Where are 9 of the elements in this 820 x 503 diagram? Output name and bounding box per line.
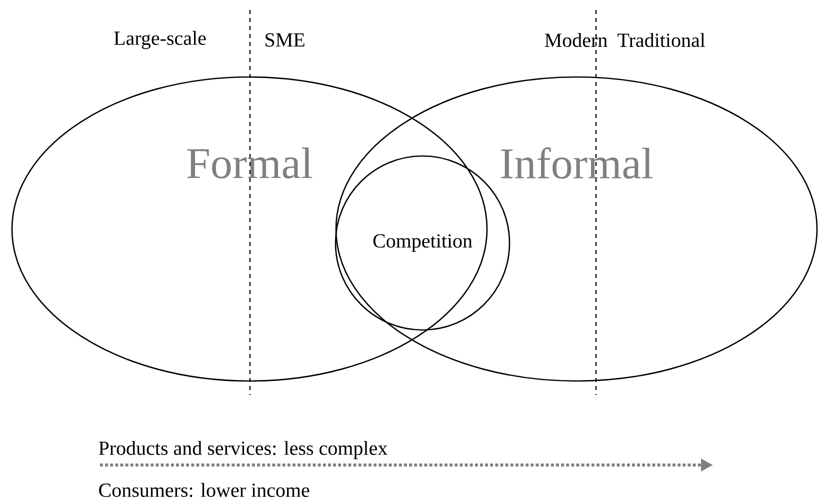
node-label: Formal bbox=[187, 148, 312, 178]
label-text: SME bbox=[266, 33, 304, 47]
label-text: Large-scale bbox=[114, 30, 206, 50]
label-text: Modern bbox=[544, 32, 608, 48]
label-text: Traditional bbox=[618, 32, 706, 48]
node-label: Informal bbox=[501, 147, 653, 179]
node-label: Competition bbox=[373, 234, 472, 252]
label-text: Consumers: lower income bbox=[99, 482, 310, 498]
label-text: Products and services: less complex bbox=[98, 440, 388, 460]
